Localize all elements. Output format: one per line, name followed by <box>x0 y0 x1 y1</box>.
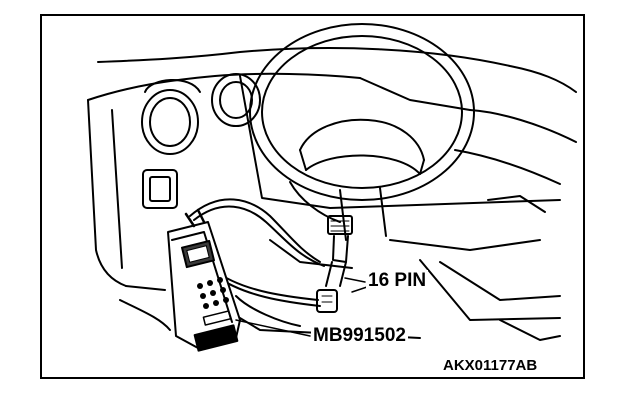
scan-tool <box>167 208 241 352</box>
diagnostic-connector-16pin <box>327 215 353 263</box>
steering-wheel <box>249 23 475 241</box>
tool-label: MB991502 <box>311 325 408 347</box>
dashboard-outline <box>87 47 577 291</box>
adapter-connector <box>316 261 347 313</box>
dash-switch <box>142 169 178 209</box>
dash-switch-inner <box>149 176 171 202</box>
figure-code: AKX01177AB <box>441 357 540 374</box>
connector-label: 16 PIN <box>366 270 429 292</box>
pedal-area <box>119 299 561 341</box>
gauge-cluster <box>141 73 261 155</box>
leader-tool <box>235 319 311 337</box>
leader-16pin <box>344 277 366 283</box>
